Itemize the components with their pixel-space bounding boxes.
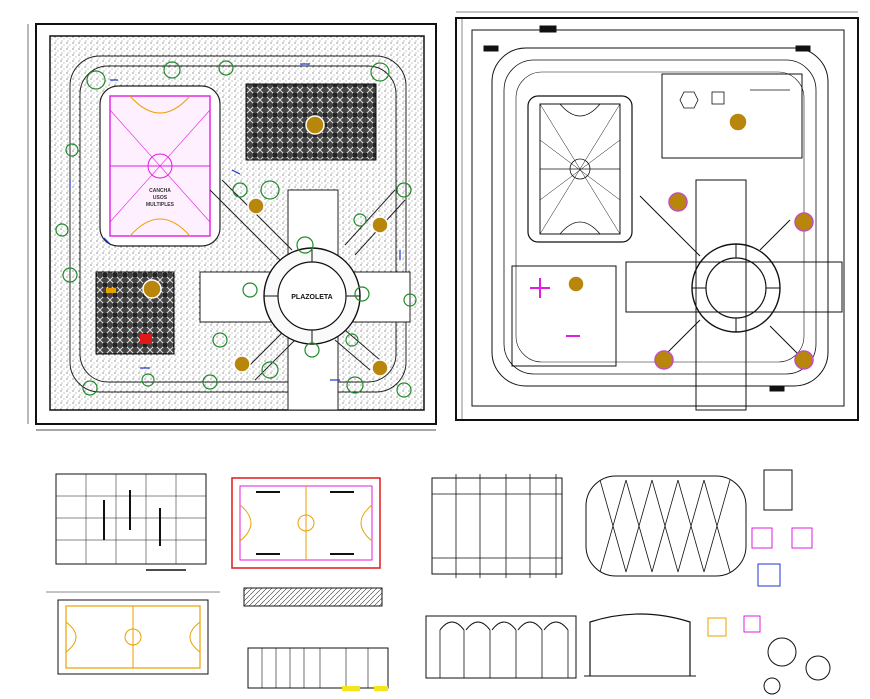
detail-drawings — [46, 469, 831, 695]
court-label-line-1: CANCHA — [149, 188, 171, 194]
court-label-line-2: USOS — [153, 195, 168, 201]
plazoleta-label: PLAZOLETA — [291, 294, 332, 301]
court-label-line-3: MULTIPLES — [146, 202, 175, 208]
lamp-markers — [142, 115, 389, 377]
covered-court — [527, 95, 633, 243]
multi-use-court: CANCHA USOS MULTIPLES — [99, 85, 221, 247]
plazoleta: PLAZOLETA — [263, 247, 361, 345]
bench-symbols — [69, 63, 401, 381]
left-site-plan: CANCHA USOS MULTIPLES PLAZOLETA — [27, 23, 437, 431]
paved-area-bottom — [95, 271, 175, 355]
tree-symbols — [55, 60, 417, 398]
right-site-plan — [455, 11, 859, 421]
